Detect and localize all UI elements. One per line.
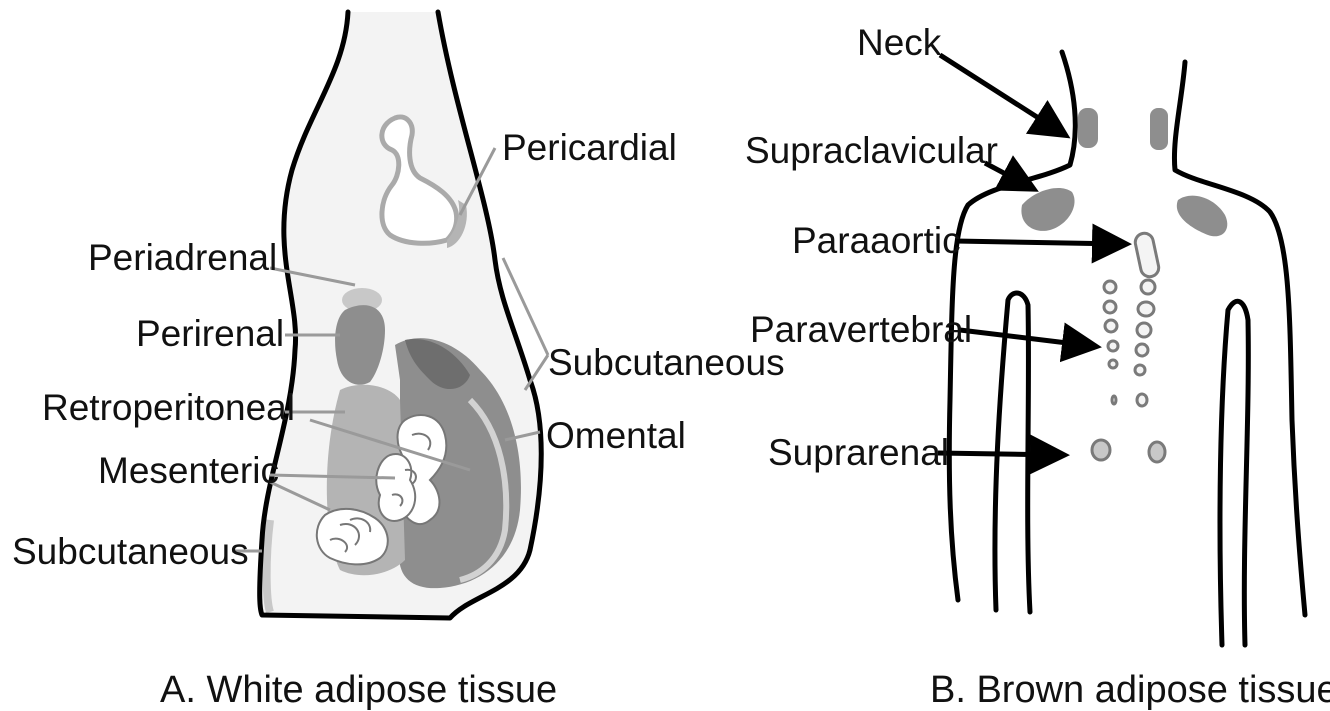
label-neck: Neck: [857, 22, 942, 63]
supraclavicular-fat-right: [1177, 196, 1227, 237]
upper-body-outline: [949, 52, 1305, 645]
label-omental: Omental: [546, 415, 686, 456]
caption-panel-a: A. White adipose tissue: [160, 669, 557, 711]
label-mesenteric: Mesenteric: [98, 450, 279, 491]
label-perirenal: Perirenal: [136, 313, 284, 354]
neck-fat-right: [1150, 108, 1168, 150]
label-pericardial: Pericardial: [502, 127, 677, 168]
neck-fat-left: [1078, 108, 1098, 148]
suprarenal-fat-right: [1149, 442, 1165, 462]
label-periadrenal: Periadrenal: [88, 237, 277, 278]
label-paraaortic: Paraaortic: [792, 220, 961, 261]
label-subcutaneous-left: Subcutaneous: [12, 531, 249, 572]
suprarenal-fat-left: [1092, 440, 1110, 460]
paravertebral-fat: [1104, 280, 1155, 406]
label-retroperitoneal: Retroperitoneal: [42, 387, 295, 428]
label-paravertebral: Paravertebral: [750, 309, 972, 350]
panel-b-brown-adipose: Neck Supraclavicular Paraaortic Paravert…: [745, 22, 1330, 711]
label-suprarenal: Suprarenal: [768, 432, 949, 473]
caption-panel-b: B. Brown adipose tissue: [930, 669, 1330, 711]
panel-a-white-adipose: Pericardial Periadrenal Perirenal Subcut…: [12, 12, 785, 711]
supraclavicular-fat-left: [1021, 188, 1074, 231]
subcutaneous-fat-left: [267, 520, 270, 612]
paraaortic-fat: [1134, 232, 1161, 279]
label-supraclavicular: Supraclavicular: [745, 130, 998, 171]
